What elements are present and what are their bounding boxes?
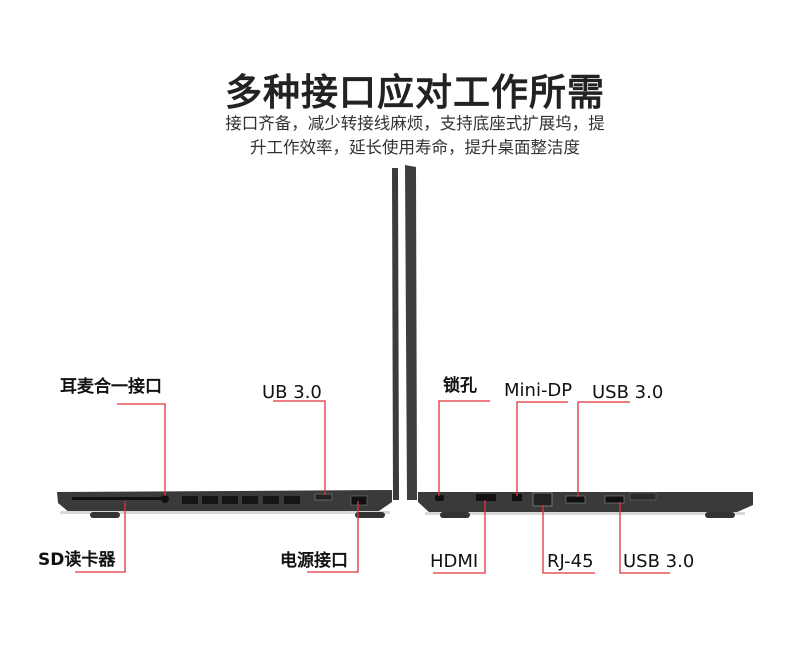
label-hdmi: HDMI: [430, 551, 479, 572]
hdmi-port: [476, 494, 496, 501]
label-rj45: RJ-45: [547, 551, 594, 572]
vent-grille: [182, 496, 300, 504]
callout-lines: [75, 400, 670, 574]
mini-dp-port: [512, 494, 522, 501]
page-title: 多种接口应对工作所需: [225, 71, 605, 114]
audio-jack: [161, 495, 169, 503]
label-lock: 锁孔: [443, 376, 477, 396]
subtitle-line-2: 升工作效率，延长使用寿命，提升桌面整洁度: [250, 138, 580, 157]
sd-slot: [72, 497, 162, 500]
label-mini-dp: Mini-DP: [504, 380, 573, 401]
label-usb-top: USB 3.0: [592, 382, 664, 403]
label-sd-reader: SD读卡器: [38, 550, 116, 570]
label-usb-left: UB 3.0: [262, 382, 322, 403]
card-slot: [629, 492, 657, 501]
label-power: 电源接口: [280, 551, 348, 571]
right-laptop: [405, 165, 753, 518]
label-audio-jack: 耳麦合一接口: [60, 377, 162, 397]
lock-slot: [435, 495, 444, 501]
label-usb-bottom: USB 3.0: [623, 551, 695, 572]
subtitle-line-1: 接口齐备，减少转接线麻烦，支持底座式扩展坞，提: [225, 114, 605, 133]
left-laptop: [57, 168, 399, 518]
power-port: [350, 495, 368, 506]
usb-port-right-1: [565, 495, 586, 504]
usb-port-right-2: [604, 495, 625, 504]
rj45-port: [532, 492, 553, 507]
usb-port-left: [314, 493, 333, 501]
